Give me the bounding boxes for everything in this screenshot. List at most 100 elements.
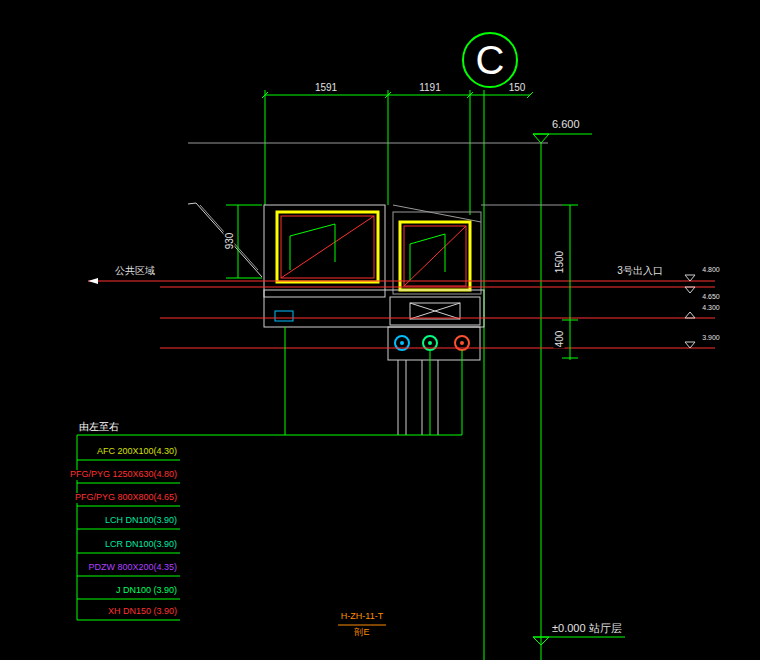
- drawing-line: [77, 460, 180, 461]
- pipe-callout: XH DN150 (3.90): [107, 607, 178, 617]
- drawing-line: [533, 637, 549, 645]
- drawing-line: [226, 205, 262, 206]
- drawing-line: [226, 278, 262, 279]
- drawing-line: [188, 203, 196, 204]
- drawing-line: [388, 90, 389, 205]
- drawing-line: [410, 303, 460, 319]
- drawing-line: [393, 205, 481, 222]
- drawing-line: [238, 205, 239, 278]
- drawing-line: [77, 599, 180, 600]
- dimension-text: 400: [554, 330, 565, 349]
- pipe-callout: PFG/PYG 1250X630(4.80): [69, 470, 178, 480]
- drawing-line: [527, 92, 533, 98]
- drawing-number: H-ZH-11-T: [340, 612, 384, 622]
- elevation-text: 4.300: [701, 304, 721, 312]
- drawing-line: [484, 90, 485, 660]
- pipe-callout: PDZW 800X200(4.35): [87, 563, 178, 573]
- drawing-line: [265, 95, 530, 96]
- drawing-line: [264, 290, 484, 327]
- drawing-line: [77, 483, 180, 484]
- drawing-line: [264, 205, 385, 297]
- axis-bubble: C: [461, 31, 519, 89]
- drawing-line: [685, 287, 695, 293]
- drawing-line: [88, 278, 98, 284]
- drawing-line: [570, 205, 571, 360]
- elevation-text: ±0.000 站厅层: [551, 622, 623, 634]
- drawing-line: [281, 216, 374, 278]
- elevation-text: 3.900: [701, 334, 721, 342]
- drawing-line: [77, 576, 180, 577]
- area-label: 公共区域: [114, 265, 156, 276]
- drawing-line: [160, 318, 715, 319]
- drawing-line: [196, 203, 262, 277]
- drawing-line: [388, 327, 480, 360]
- elevation-text: 4.800: [701, 266, 721, 274]
- drawing-line: [77, 435, 78, 620]
- pipe-callout: LCR DN100(3.90): [104, 540, 178, 550]
- drawing-line: [410, 303, 460, 319]
- drawing-line: [200, 205, 258, 270]
- drawing-line: [290, 224, 335, 270]
- drawing-line: [685, 342, 695, 348]
- drawing-line: [400, 341, 404, 345]
- pipe-callout: AFC 200X100(4.30): [96, 447, 178, 457]
- drawing-line: [533, 134, 592, 135]
- pipe-callout: J DN100 (3.90): [115, 586, 178, 596]
- drawing-line: [685, 312, 695, 318]
- drawing-line: [533, 134, 549, 143]
- drawing-line: [160, 348, 715, 349]
- drawing-line: [562, 320, 578, 321]
- drawing-line: [462, 350, 463, 435]
- drawing-line: [77, 553, 180, 554]
- drawing-line: [410, 303, 460, 319]
- dimension-text: 150: [508, 82, 527, 93]
- area-label: 3号出入口: [616, 265, 664, 276]
- drawing-line: [77, 90, 715, 660]
- drawing-line: [77, 529, 180, 530]
- pipe-callout: PFG/PYG 800X800(4.65): [74, 493, 178, 503]
- dimension-text: 1191: [418, 82, 442, 93]
- drawing-line: [562, 358, 578, 359]
- drawing-line: [404, 226, 466, 286]
- drawing-line: [685, 275, 695, 281]
- drawing-line: [533, 637, 625, 638]
- drawing-line: [406, 360, 407, 435]
- dimension-text: 1500: [554, 250, 565, 274]
- dimension-text: 1591: [314, 82, 338, 93]
- drawing-line: [77, 506, 180, 507]
- drawing-line: [460, 341, 464, 345]
- drawing-line: [404, 226, 466, 286]
- drawing-line: [338, 625, 386, 626]
- drawing-line: [160, 287, 715, 288]
- drawing-line: [277, 212, 378, 282]
- drawing-line: [422, 360, 423, 435]
- note-text: 由左至右: [78, 421, 120, 432]
- section-mark: 剖E: [353, 628, 370, 638]
- axis-circle-outline: [463, 33, 517, 87]
- drawing-line: [188, 143, 548, 144]
- drawing-line: [400, 222, 470, 290]
- drawing-line: [393, 212, 481, 294]
- drawing-line: [285, 327, 286, 435]
- drawing-line: [398, 360, 399, 435]
- dimension-text: 930: [224, 232, 235, 251]
- drawing-line: [77, 620, 180, 621]
- drawing-line: [541, 143, 542, 660]
- drawing-line: [265, 90, 266, 205]
- drawing-line: [410, 234, 445, 280]
- elevation-text: 6.600: [551, 118, 581, 130]
- drawing-line: [562, 205, 578, 206]
- drawing-line: [428, 341, 432, 345]
- drawing-line: [77, 435, 462, 436]
- pipe-callout: LCH DN100(3.90): [104, 516, 178, 526]
- drawing-line: [275, 311, 293, 321]
- drawing-line: [88, 281, 715, 282]
- drawing-line: [438, 360, 439, 435]
- drawing-line: [281, 216, 374, 278]
- drawing-line: [430, 350, 431, 435]
- drawing-line: [470, 90, 471, 215]
- elevation-text: 4.650: [701, 293, 721, 301]
- axis-label: C: [476, 40, 505, 80]
